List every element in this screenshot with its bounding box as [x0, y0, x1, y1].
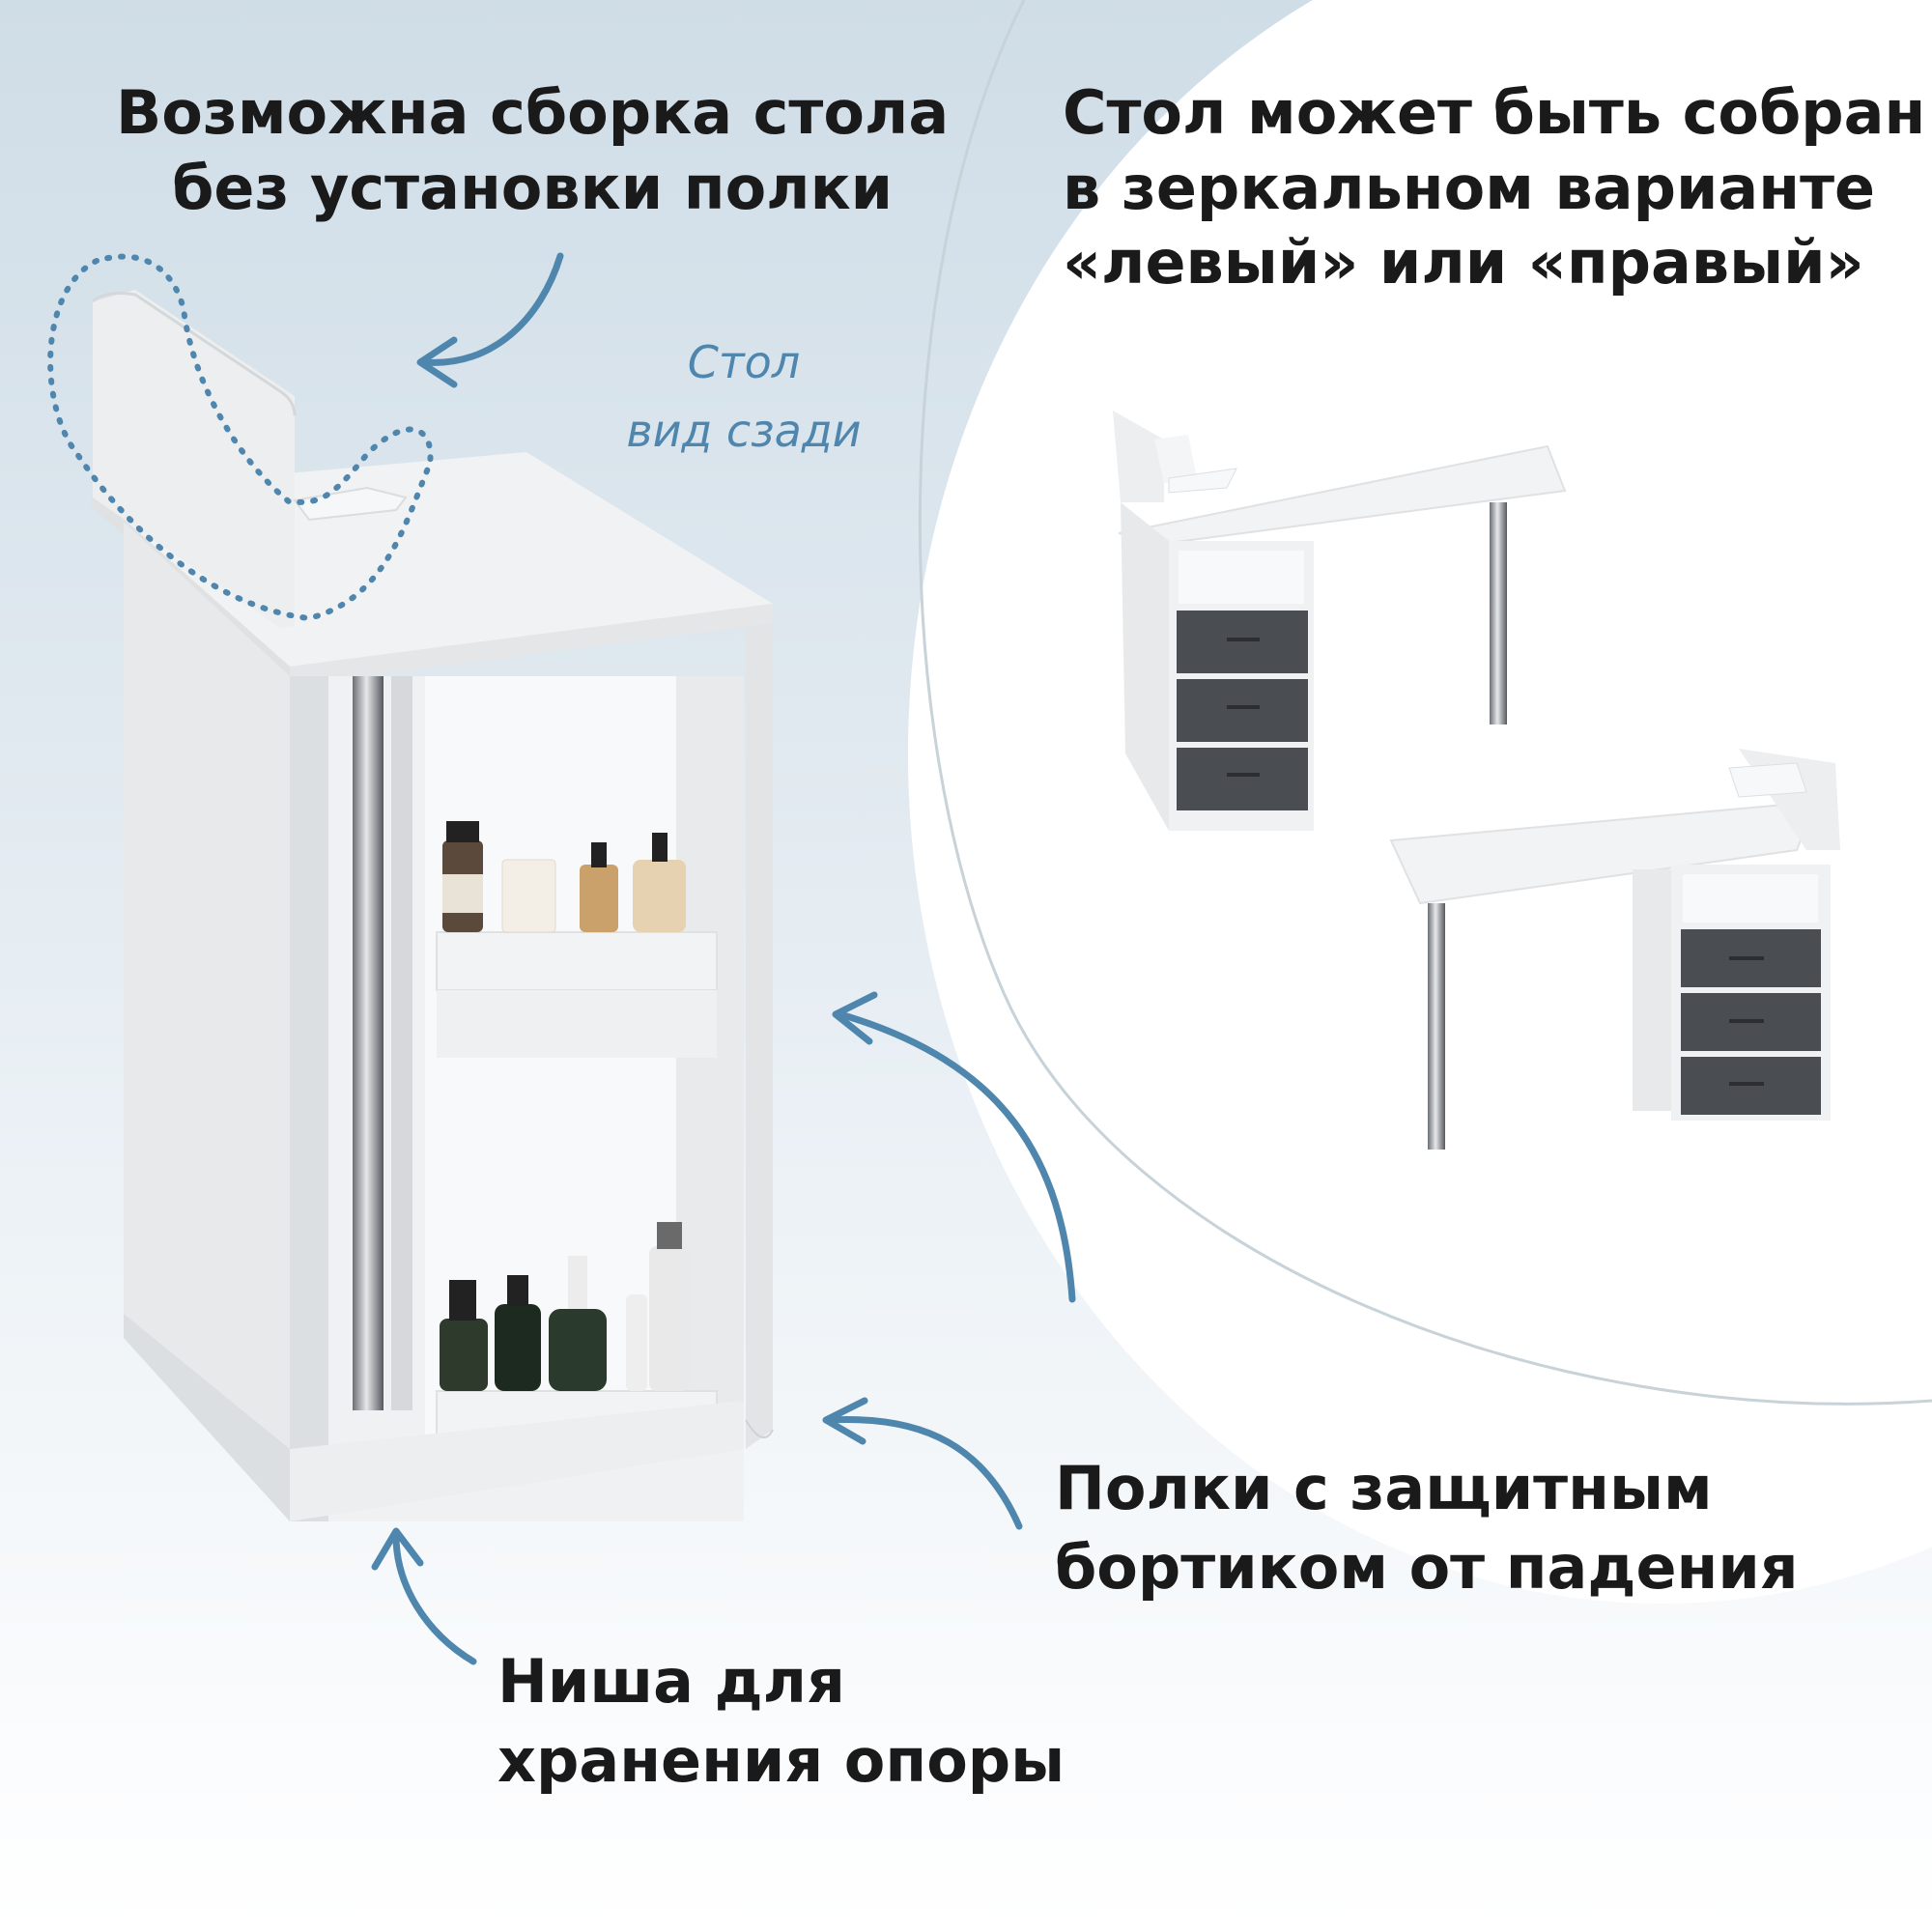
arrows [371, 252, 1076, 1665]
mirror-caption-line-1: Стол может быть собран [1063, 77, 1926, 148]
arrow-top [421, 252, 564, 366]
desk-variant-left [1113, 411, 1567, 831]
niche-caption-line-1: Ниша для [497, 1646, 845, 1717]
shelves-caption: Полки с защитным бортиком от падения [1055, 1449, 1799, 1608]
mirror-caption: Стол может быть собран в зеркальном вари… [1063, 75, 1926, 300]
arrow-middle [837, 1010, 1076, 1303]
desk-variant-right [1389, 749, 1840, 1150]
no-shelf-caption-line-1: Возможна сборка стола [116, 77, 950, 148]
back-view-note-line-1: Стол [687, 336, 801, 388]
shelves-caption-line-2: бортиком от падения [1055, 1532, 1799, 1604]
mirror-caption-line-3: «левый» или «правый» [1063, 227, 1864, 298]
dotted-outline [47, 253, 434, 622]
niche-caption: Ниша для хранения опоры [497, 1642, 1065, 1802]
back-view-note: Стол вид сзади [599, 328, 889, 467]
no-shelf-caption: Возможна сборка стола без установки полк… [116, 75, 949, 225]
shelves-caption-line-1: Полки с защитным [1055, 1453, 1713, 1523]
niche-caption-line-2: хранения опоры [497, 1725, 1065, 1797]
arrow-niche [392, 1532, 477, 1665]
circle-border [918, 0, 1932, 1406]
arrow-shelf [827, 1416, 1023, 1530]
no-shelf-caption-line-2: без установки полки [172, 152, 894, 223]
cabinet-back-view [47, 253, 774, 1521]
back-view-note-line-2: вид сзади [626, 405, 862, 458]
right-circle-background [908, 0, 1932, 1604]
mirror-caption-line-2: в зеркальном варианте [1063, 152, 1876, 223]
